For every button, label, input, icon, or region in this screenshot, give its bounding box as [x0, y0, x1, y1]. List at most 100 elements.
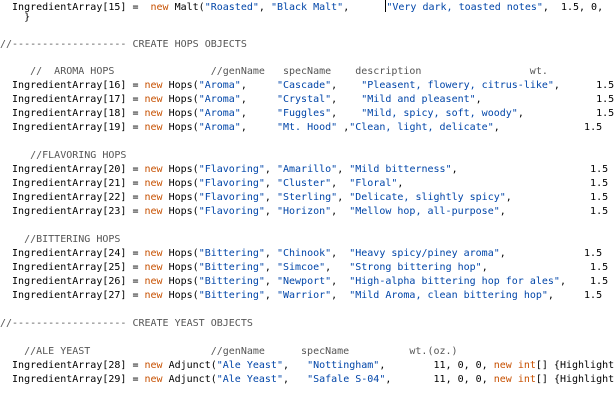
code-token-string: "Pleasent, flowery, citrus-like": [361, 80, 554, 91]
code-token-plain: , 1.5: [499, 248, 603, 259]
code-token-plain: Hops(: [162, 80, 199, 91]
code-line[interactable]: IngredientArray[22] = new Hops("Flavorin…: [0, 191, 608, 205]
code-line[interactable]: IngredientArray[16] = new Hops("Aroma", …: [0, 79, 614, 93]
code-token-string: "Warrior": [276, 290, 332, 301]
code-token-plain: ,: [331, 94, 362, 105]
code-token-keyword: new: [493, 374, 512, 385]
code-token-string: "Mt. Hood": [276, 122, 338, 133]
code-token-plain: ,: [337, 192, 350, 203]
code-line[interactable]: IngredientArray[20] = new Hops("Flavorin…: [0, 163, 608, 177]
code-token-plain: , 1.5: [499, 206, 609, 217]
code-line[interactable]: IngredientArray[19] = new Hops("Aroma", …: [0, 121, 602, 135]
code-line[interactable]: IngredientArray[17] = new Hops("Aroma", …: [0, 93, 614, 107]
code-token-plain: ,: [331, 80, 362, 91]
code-token-plain: IngredientArray[26] =: [0, 276, 145, 287]
code-line[interactable]: IngredientArray[28] = new Adjunct("Ale Y…: [0, 359, 614, 373]
code-token-string: "Aroma": [198, 80, 241, 91]
code-token-plain: Hops(: [162, 248, 199, 259]
code-token-plain: IngredientArray[29] =: [0, 374, 145, 385]
code-token-plain: IngredientArray[24] =: [0, 248, 145, 259]
code-line[interactable]: //------------------- CREATE HOPS OBJECT…: [0, 38, 247, 52]
code-token-plain: ,: [258, 2, 271, 13]
code-token-plain: ,: [331, 290, 350, 301]
code-line[interactable]: IngredientArray[23] = new Hops("Flavorin…: [0, 205, 608, 219]
code-token-plain: IngredientArray[28] =: [0, 360, 145, 371]
code-token-plain: , 1.5: [451, 164, 609, 175]
code-token-plain: Hops(: [162, 108, 199, 119]
code-token-plain: IngredientArray[25] =: [0, 262, 145, 273]
code-token-string: "Strong bittering hop": [349, 262, 482, 273]
code-token-plain: ,: [264, 206, 277, 217]
code-token-plain: , 1.5: [481, 262, 609, 273]
code-line[interactable]: IngredientArray[15] = new Malt("Roasted"…: [0, 0, 603, 14]
code-token-plain: , 1.5: [517, 108, 614, 119]
code-token-string: "Heavy spicy/piney aroma": [349, 248, 500, 259]
code-token-string: "Flavoring": [198, 206, 265, 217]
code-token-plain: Hops(: [162, 276, 199, 287]
code-line[interactable]: IngredientArray[18] = new Hops("Aroma", …: [0, 107, 614, 121]
code-token-plain: ,: [331, 276, 350, 287]
code-token-keyword: new: [144, 276, 163, 287]
code-token-string: "Mild bitterness": [349, 164, 452, 175]
code-token-plain: ,: [240, 108, 277, 119]
code-token-string: "Bittering": [198, 276, 265, 287]
code-token-plain: ,: [264, 290, 277, 301]
code-token-string: "Crystal": [276, 94, 332, 105]
code-line[interactable]: //------------------- CREATE YEAST OBJEC…: [0, 317, 253, 331]
code-token-plain: ,: [331, 108, 362, 119]
code-token-plain: IngredientArray[16] =: [0, 80, 145, 91]
code-token-string: "Horizon": [276, 206, 332, 217]
code-token-keyword: int: [517, 374, 536, 385]
code-line[interactable]: IngredientArray[29] = new Adjunct("Ale Y…: [0, 373, 614, 387]
code-line[interactable]: IngredientArray[26] = new Hops("Bitterin…: [0, 275, 608, 289]
code-token-plain: Hops(: [162, 178, 199, 189]
code-line[interactable]: //FLAVORING HOPS: [0, 149, 126, 163]
code-token-plain: IngredientArray[15] =: [0, 2, 151, 13]
code-line[interactable]: IngredientArray[25] = new Hops("Bitterin…: [0, 261, 608, 275]
code-token-keyword: new: [144, 262, 163, 273]
code-token-plain: }: [0, 12, 31, 23]
code-token-string: "Safale S-04": [307, 374, 386, 385]
code-token-plain: IngredientArray[21] =: [0, 178, 145, 189]
code-line[interactable]: IngredientArray[27] = new Hops("Bitterin…: [0, 289, 602, 303]
code-token-comment: //FLAVORING HOPS: [0, 150, 127, 161]
code-token-string: "Flavoring": [198, 164, 265, 175]
code-token-string: "Flavoring": [198, 178, 265, 189]
code-line[interactable]: IngredientArray[21] = new Hops("Flavorin…: [0, 177, 608, 191]
code-token-string: "Newport": [276, 276, 332, 287]
code-token-string: "Clean, light, delicate": [349, 122, 494, 133]
code-line[interactable]: //ALE YEAST //genName specName wt.(oz.): [0, 345, 457, 359]
code-line[interactable]: }: [0, 11, 30, 25]
code-token-string: "Aroma": [198, 122, 241, 133]
code-token-plain: , 1.5: [553, 80, 614, 91]
code-token-string: "Floral": [349, 178, 398, 189]
code-token-string: "Bittering": [198, 290, 265, 301]
code-token-plain: , 1.5: [493, 122, 603, 133]
code-token-plain: IngredientArray[20] =: [0, 164, 145, 175]
code-token-string: "Roasted": [204, 2, 259, 13]
code-token-comment: //BITTERING HOPS: [0, 234, 121, 245]
code-token-plain: ,: [325, 262, 350, 273]
code-token-string: "Aroma": [198, 94, 241, 105]
code-token-string: "Mild, spicy, soft, woody": [361, 108, 518, 119]
code-token-string: "High-alpha bittering hop for ales": [349, 276, 560, 287]
code-token-plain: ,: [264, 248, 277, 259]
code-token-plain: ,: [337, 164, 350, 175]
code-token-plain: , 11, 0, 0,: [379, 360, 494, 371]
code-token-comment: // AROMA HOPS //genName specName descrip…: [0, 66, 548, 77]
code-token-keyword: new: [144, 290, 163, 301]
code-token-comment: //------------------- CREATE HOPS OBJECT…: [0, 39, 247, 50]
code-token-string: "Very dark, toasted notes": [386, 2, 543, 13]
code-token-plain: , 1.5: [505, 192, 609, 203]
code-token-plain: Adjunct(: [162, 360, 217, 371]
code-token-string: "Nottingham": [307, 360, 380, 371]
code-token-plain: ,: [264, 262, 277, 273]
code-token-string: "Delicate, slightly spicy": [349, 192, 506, 203]
code-line[interactable]: // AROMA HOPS //genName specName descrip…: [0, 65, 548, 79]
code-token-keyword: new: [144, 206, 163, 217]
code-token-plain: ,: [331, 248, 350, 259]
code-token-plain: Hops(: [162, 262, 199, 273]
code-line[interactable]: //BITTERING HOPS: [0, 233, 120, 247]
code-line[interactable]: IngredientArray[24] = new Hops("Bitterin…: [0, 247, 602, 261]
